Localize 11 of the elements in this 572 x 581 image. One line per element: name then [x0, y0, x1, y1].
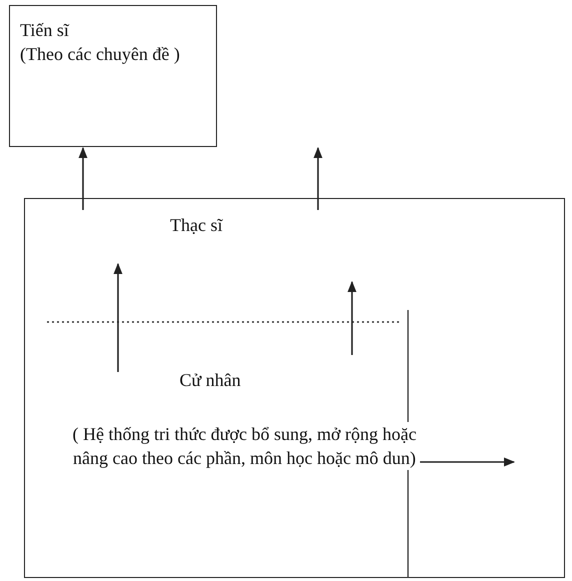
arrow: [348, 280, 356, 355]
level-box: [24, 198, 565, 578]
level-title: Tiến sĩ: [20, 20, 69, 42]
arrow: [114, 262, 122, 372]
level-title: Thạc sĩ: [170, 215, 222, 237]
level-subtitle: (Theo các chuyên đề ): [20, 44, 180, 66]
level-title: Cử nhân: [180, 370, 241, 392]
arrow: [314, 146, 322, 210]
arrow: [78, 146, 88, 210]
arrow: [420, 458, 516, 466]
level-box: [9, 5, 217, 147]
